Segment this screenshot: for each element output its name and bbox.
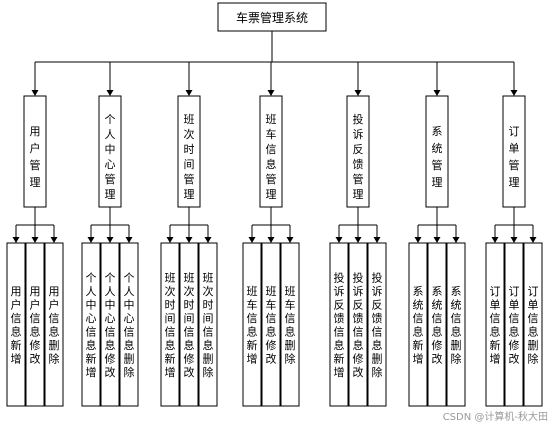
leaf-arrow-0-0-head [12,237,20,243]
leaf-box-4-1 [348,242,368,407]
leaf-box-3-1 [261,242,281,407]
leaf-box-1-2 [119,242,139,407]
leaf-box-2-2 [198,242,218,407]
leaf-box-0-1 [25,242,45,407]
leaf-arrow-5-2-head [452,237,460,243]
leaf-label-3-0: 班车信息新增 [247,285,258,366]
leaf-arrow-3-0-head [248,237,256,243]
leaf-label-2-2: 班次时间信息删除 [203,271,214,379]
module-label-5: 系统管理 [432,125,443,189]
module-arrow-3-head [267,90,275,96]
leaf-box-1-0 [81,242,101,407]
leaf-label-4-2: 投诉反馈信息删除 [372,270,383,379]
leaf-label-0-0: 用户信息新增 [11,285,22,366]
module-label-2: 班次时间管理 [184,113,195,201]
leaf-label-6-0: 订单信息新增 [490,285,501,366]
leaf-label-5-2: 系统信息删除 [451,285,462,366]
leaf-arrow-3-2-head [286,237,294,243]
leaf-arrow-1-1-head [106,237,114,243]
leaf-label-4-1: 投诉反馈信息修改 [353,270,364,379]
module-arrow-5-head [433,90,441,96]
leaf-arrow-4-1-head [354,237,362,243]
leaf-arrow-6-0-head [491,237,499,243]
leaf-box-1-1 [100,242,120,407]
leaf-label-2-0: 班次时间信息新增 [165,271,176,379]
module-label-4: 投诉反馈管理 [353,112,364,201]
module-arrow-2-head [185,90,193,96]
module-arrow-1-head [106,90,114,96]
leaf-label-1-2: 个人中心信息删除 [124,271,135,379]
leaf-box-3-2 [280,242,300,407]
module-arrow-4-head [354,90,362,96]
leaf-arrow-5-1-head [433,237,441,243]
leaf-arrow-2-0-head [166,237,174,243]
leaf-box-6-0 [485,242,505,407]
leaf-box-6-2 [523,242,543,407]
leaf-label-2-1: 班次时间信息修改 [184,271,195,379]
leaf-arrow-3-1-head [267,237,275,243]
module-label-0: 用户管理 [30,125,41,189]
leaf-box-6-1 [504,242,524,407]
leaf-label-0-2: 用户信息删除 [49,285,60,366]
leaf-box-2-0 [160,242,180,407]
leaf-label-0-1: 用户信息修改 [30,285,41,366]
watermark: CSDN @计算机-秋大田 [442,412,548,423]
leaf-label-1-1: 个人中心信息修改 [105,271,116,379]
leaf-label-5-0: 系统信息新增 [413,285,424,366]
leaf-arrow-1-2-head [125,237,133,243]
leaf-arrow-0-2-head [50,237,58,243]
leaf-box-0-2 [44,242,64,407]
module-label-3: 班车信息管理 [266,113,277,201]
leaf-arrow-4-0-head [335,237,343,243]
module-label-6: 订单管理 [509,125,520,189]
leaf-box-4-2 [367,242,387,407]
leaf-arrow-6-1-head [510,237,518,243]
leaf-box-5-0 [408,242,428,407]
leaf-box-5-2 [446,242,466,407]
leaf-label-3-1: 班车信息修改 [266,285,277,366]
leaf-label-6-2: 订单信息删除 [528,285,539,366]
module-label-1: 个人中心管理 [105,113,116,201]
leaf-label-3-2: 班车信息删除 [285,285,296,366]
leaf-arrow-6-2-head [529,237,537,243]
leaf-arrow-4-2-head [373,237,381,243]
leaf-box-0-0 [6,242,26,407]
leaf-box-5-1 [427,242,447,407]
leaf-arrow-5-0-head [414,237,422,243]
leaf-box-3-0 [242,242,262,407]
root-box [217,2,327,32]
root-label: 车票管理系统 [236,10,308,25]
module-arrow-0-head [31,90,39,96]
leaf-arrow-2-1-head [185,237,193,243]
leaf-box-2-1 [179,242,199,407]
leaf-arrow-1-0-head [87,237,95,243]
module-arrow-6-head [510,90,518,96]
leaf-label-6-1: 订单信息修改 [509,285,520,366]
leaf-label-4-0: 投诉反馈信息新增 [334,270,345,379]
leaf-arrow-0-1-head [31,237,39,243]
leaf-arrow-2-2-head [204,237,212,243]
leaf-box-4-0 [329,242,349,407]
leaf-label-1-0: 个人中心信息新增 [86,271,97,379]
leaf-label-5-1: 系统信息修改 [432,285,443,366]
